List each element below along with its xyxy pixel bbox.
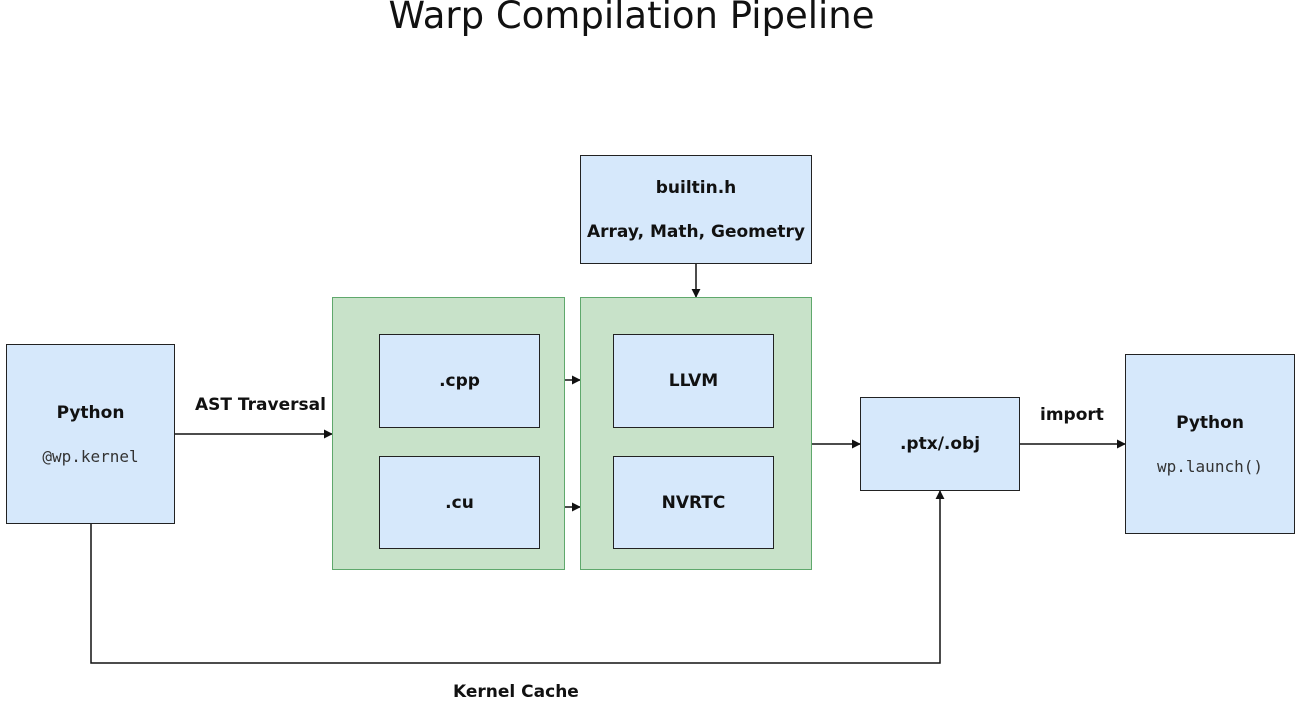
import-label: import [1040,405,1104,425]
nvrtc-node: NVRTC [613,456,774,549]
diagram-title: Warp Compilation Pipeline [388,0,875,37]
ptx-obj-label: .ptx/.obj [899,434,981,454]
cpp-node: .cpp [379,334,540,428]
python-kernel-label: Python [56,402,125,423]
cu-node: .cu [379,456,540,549]
python-kernel-code: @wp.kernel [42,446,139,466]
llvm-label: LLVM [668,371,719,391]
edge-kernel-cache [90,490,945,664]
python-launch-code: wp.launch() [1157,456,1263,476]
python-launch-label: Python [1176,412,1244,433]
builtin-label: builtin.h [655,177,737,198]
ast-traversal-label: AST Traversal [195,395,326,415]
kernel-cache-label: Kernel Cache [453,682,579,702]
builtin-node: builtin.h Array, Math, Geometry [580,155,812,264]
cpp-label: .cpp [439,371,480,391]
llvm-node: LLVM [613,334,774,428]
builtin-sublabel: Array, Math, Geometry [586,221,805,242]
python-kernel-node: Python @wp.kernel [6,344,175,524]
python-launch-node: Python wp.launch() [1125,354,1295,534]
nvrtc-label: NVRTC [661,492,726,513]
ptx-obj-node: .ptx/.obj [860,397,1020,491]
cu-label: .cu [445,492,474,513]
